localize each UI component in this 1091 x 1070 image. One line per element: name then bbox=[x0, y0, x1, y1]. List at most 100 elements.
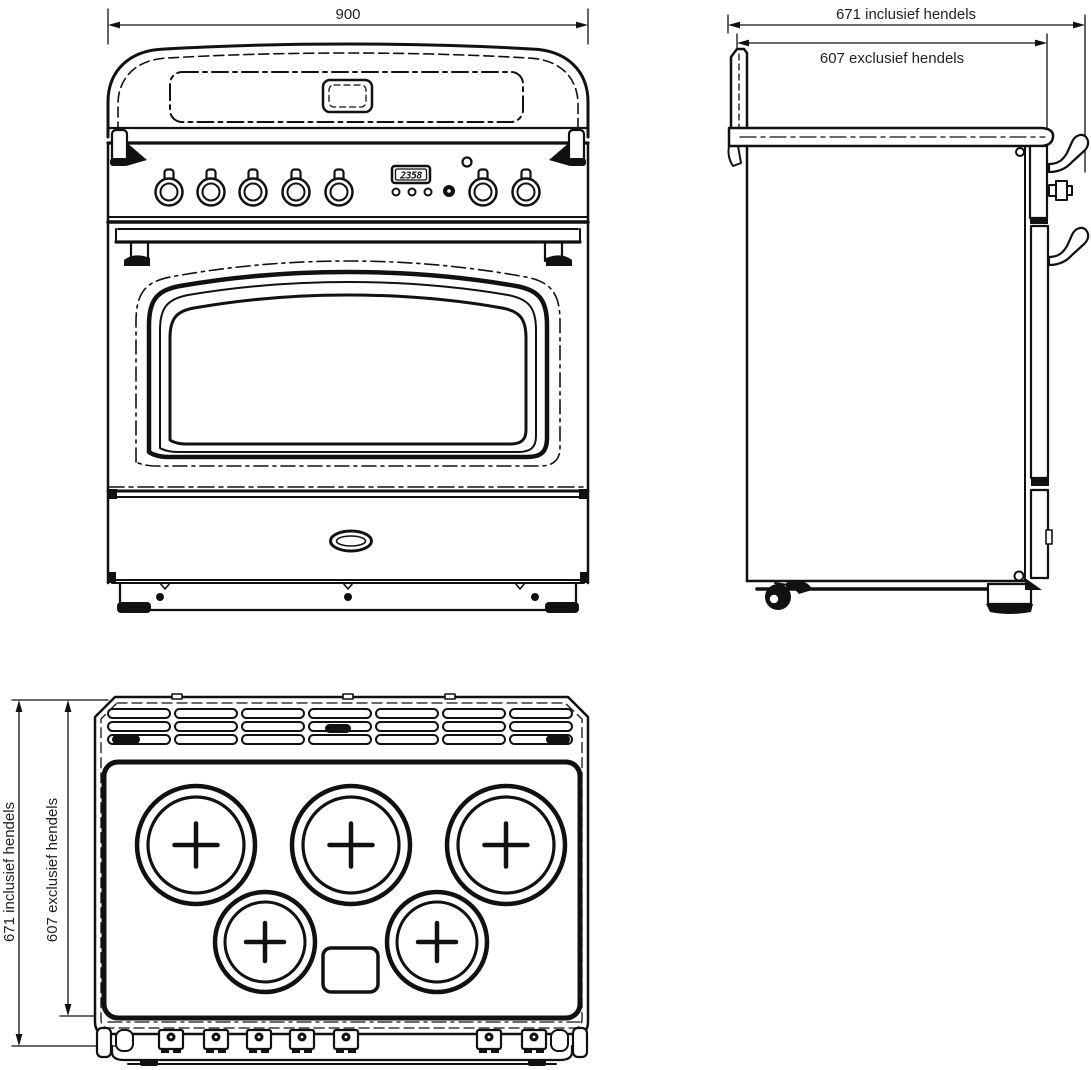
foot bbox=[117, 602, 151, 613]
warming-zone bbox=[321, 946, 380, 994]
clock-button bbox=[391, 187, 401, 197]
cooktop-glass bbox=[101, 759, 583, 1021]
vent-slot bbox=[308, 734, 372, 745]
vent-slot bbox=[509, 708, 573, 719]
vent-slot bbox=[241, 708, 305, 719]
knob-top bbox=[288, 1028, 316, 1053]
drawer-handle-profile bbox=[1047, 226, 1090, 267]
foot bbox=[545, 602, 579, 613]
burner-knob bbox=[281, 168, 311, 207]
door-handle-profile bbox=[1047, 133, 1090, 174]
vent-slot bbox=[442, 734, 506, 745]
arrowhead-icon bbox=[64, 1004, 72, 1016]
vent-slot bbox=[107, 734, 171, 745]
top-depth-dimension-excl: 607 exclusief hendels bbox=[44, 700, 129, 1017]
vent-slot bbox=[375, 721, 439, 732]
cooktop-slab-side bbox=[727, 126, 1055, 148]
cooking-zone-small bbox=[384, 889, 490, 995]
top-depth-incl-label: 671 inclusief hendels bbox=[1, 802, 18, 942]
storage-drawer bbox=[107, 529, 589, 584]
backsplash-badge bbox=[321, 78, 374, 114]
side-base bbox=[755, 570, 1042, 614]
arrowhead-icon bbox=[108, 21, 120, 29]
clock-button bbox=[423, 187, 433, 197]
knob-top bbox=[520, 1028, 548, 1053]
door-window bbox=[135, 260, 561, 467]
vent-slot bbox=[375, 734, 439, 745]
rear-spacer bbox=[342, 693, 354, 700]
clock-display-value: 2358 bbox=[399, 171, 422, 182]
vent-slot bbox=[241, 734, 305, 745]
knob-top bbox=[475, 1028, 503, 1053]
cooking-zone-small bbox=[212, 889, 318, 995]
burner-knob bbox=[154, 168, 184, 207]
arrowhead-icon bbox=[1073, 21, 1085, 29]
vent-slot bbox=[174, 708, 238, 719]
vent-slot bbox=[107, 721, 171, 732]
rail-bracket bbox=[567, 128, 586, 164]
door-handle-bar bbox=[114, 228, 582, 266]
front-width-dimension: 900 bbox=[107, 6, 589, 45]
top-view: 671 inclusief hendels 607 exclusief hend… bbox=[1, 693, 590, 1066]
knob-top bbox=[332, 1028, 360, 1053]
knob-top bbox=[157, 1028, 185, 1053]
arrowhead-icon bbox=[15, 700, 23, 712]
clock-display: 2358 bbox=[390, 164, 432, 185]
side-depth-dimension-excl: 607 exclusief hendels bbox=[736, 33, 1048, 134]
rear-spacer bbox=[171, 693, 183, 700]
vent-slot bbox=[442, 708, 506, 719]
plinth bbox=[117, 581, 579, 613]
control-panel-side bbox=[1028, 144, 1049, 224]
end-bracket bbox=[571, 1026, 589, 1059]
indicator-light bbox=[461, 156, 473, 168]
burner-knob bbox=[324, 168, 354, 207]
plinth-screw bbox=[531, 593, 539, 601]
vent-slot bbox=[308, 708, 372, 719]
plinth-screw bbox=[344, 593, 352, 601]
control-panel: 2358 bbox=[106, 141, 590, 585]
plinth-screw bbox=[156, 593, 164, 601]
arrowhead-icon bbox=[728, 21, 740, 29]
vent-slot bbox=[375, 708, 439, 719]
knob-top bbox=[202, 1028, 230, 1053]
vent-slot bbox=[442, 721, 506, 732]
oven-door bbox=[106, 228, 590, 499]
rear-spacer bbox=[444, 693, 456, 700]
top-knob-row bbox=[95, 1021, 589, 1066]
arrowhead-icon bbox=[15, 1034, 23, 1046]
vent-slot bbox=[241, 721, 305, 732]
top-depth-excl-label: 607 exclusief hendels bbox=[44, 798, 61, 942]
burner-knob bbox=[238, 168, 268, 207]
drawer-side bbox=[1029, 488, 1053, 580]
knob-profile bbox=[1048, 180, 1073, 201]
base-band bbox=[110, 1044, 574, 1062]
side-depth-incl-label: 671 inclusief hendels bbox=[836, 6, 976, 23]
cooking-zone-large bbox=[444, 783, 568, 907]
oven-knob bbox=[468, 168, 498, 207]
knob-top bbox=[245, 1028, 273, 1053]
side-view: 671 inclusief hendels 607 exclusief hend… bbox=[727, 6, 1090, 614]
side-depth-excl-label: 607 exclusief hendels bbox=[820, 50, 964, 67]
vent-slot bbox=[174, 721, 238, 732]
front-width-label: 900 bbox=[335, 6, 360, 23]
rail-bracket bbox=[110, 128, 129, 164]
vent-grid bbox=[107, 708, 573, 745]
cooking-zone-large bbox=[289, 783, 413, 907]
cooking-zone-large bbox=[134, 783, 258, 907]
arrowhead-icon bbox=[1035, 39, 1047, 47]
vent-slot bbox=[509, 734, 573, 745]
clock-button bbox=[407, 187, 417, 197]
adjustable-foot bbox=[986, 582, 1033, 606]
backsplash-side bbox=[727, 47, 749, 167]
burner-knob bbox=[196, 168, 226, 207]
backsplash-recess-panel bbox=[169, 71, 524, 123]
oven-knob bbox=[511, 168, 541, 207]
end-bracket bbox=[95, 1026, 113, 1059]
vent-slot bbox=[107, 708, 171, 719]
front-view: 900 bbox=[106, 6, 590, 613]
oven-door-side bbox=[1029, 224, 1050, 486]
cooktop-front-rail bbox=[106, 126, 590, 166]
side-depth-dimension-incl: 671 inclusief hendels bbox=[727, 6, 1086, 173]
